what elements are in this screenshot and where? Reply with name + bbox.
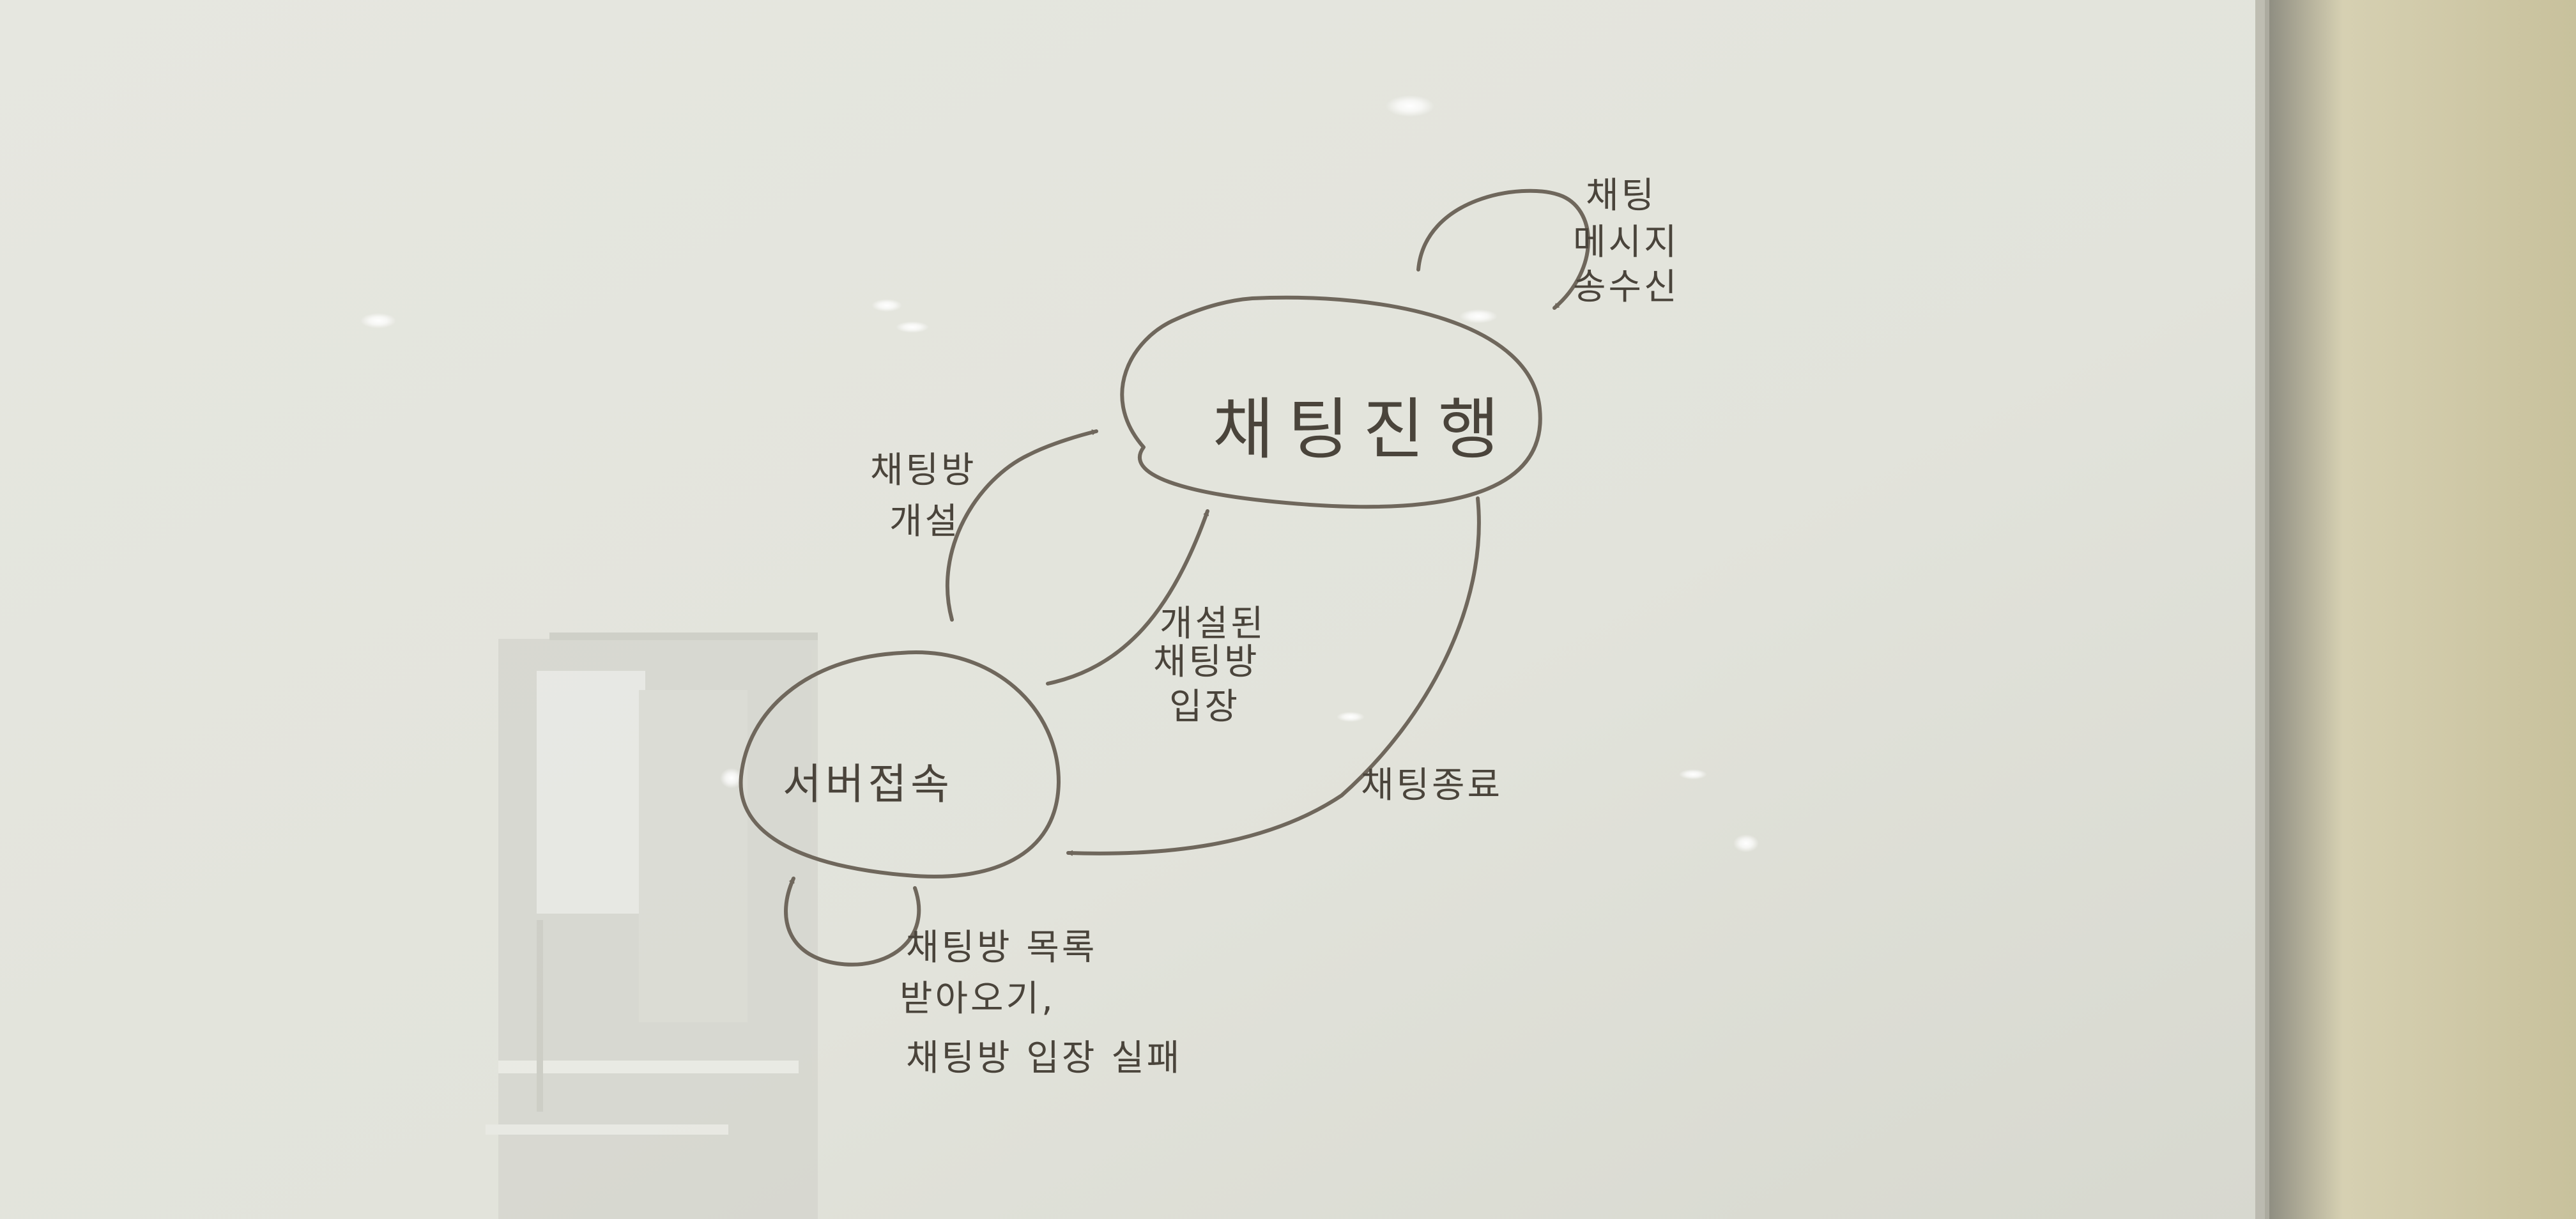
svg-text:채팅방: 채팅방 xyxy=(1153,641,1260,683)
state-server-connect-ellipse xyxy=(739,650,1061,879)
state-chat-in-progress-label: 채팅진행 xyxy=(1213,390,1514,468)
label-end-chat: 채팅종료 xyxy=(1361,765,1503,806)
arrow-message-loop xyxy=(1416,188,1590,310)
svg-text:송수신: 송수신 xyxy=(1573,266,1680,308)
svg-text:받아오기,: 받아오기, xyxy=(900,978,1055,1020)
label-message-loop: 채팅 메시지 송수신 xyxy=(1573,175,1680,308)
board-surface xyxy=(0,0,2265,1219)
state-server-connect-label: 서버접속 xyxy=(783,760,953,809)
arrow-enter-created-room xyxy=(1046,509,1209,686)
board-frame xyxy=(2265,0,2576,1219)
svg-text:개설: 개설 xyxy=(889,501,960,542)
arrow-end-chat xyxy=(1066,496,1481,856)
svg-text:채팅: 채팅 xyxy=(1586,175,1657,217)
svg-text:메시지: 메시지 xyxy=(1573,222,1680,263)
state-chat-in-progress-ellipse xyxy=(1120,295,1542,509)
svg-text:채팅방 목록: 채팅방 목록 xyxy=(906,927,1097,969)
label-enter-created-room: 개설된 채팅방 입장 xyxy=(1153,603,1266,728)
svg-text:입장: 입장 xyxy=(1169,686,1240,728)
label-server-loop: 채팅방 목록 받아오기, 채팅방 입장 실패 xyxy=(900,927,1182,1079)
arrow-server-loop xyxy=(784,877,921,967)
light-glares xyxy=(360,95,1759,852)
svg-text:개설된: 개설된 xyxy=(1160,603,1266,645)
arrow-create-room xyxy=(945,429,1098,622)
label-create-room: 채팅방 개설 xyxy=(870,450,977,542)
svg-text:채팅종료: 채팅종료 xyxy=(1361,765,1503,806)
room-reflection xyxy=(486,632,818,1219)
svg-text:채팅방 입장 실패: 채팅방 입장 실패 xyxy=(906,1038,1182,1079)
svg-text:채팅방: 채팅방 xyxy=(870,450,977,491)
